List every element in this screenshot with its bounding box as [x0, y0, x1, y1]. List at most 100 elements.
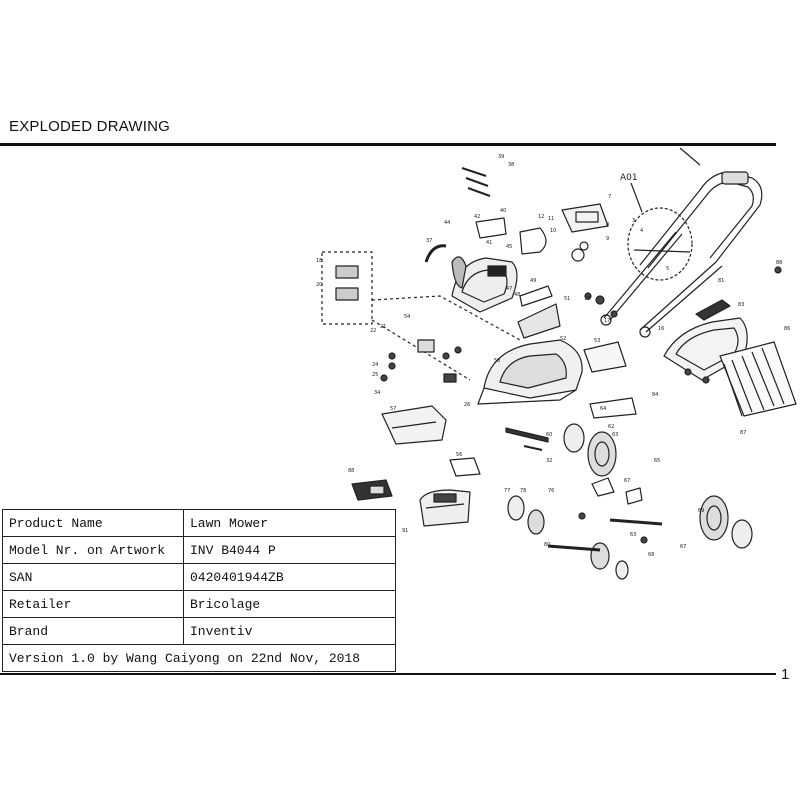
svg-text:11: 11 — [548, 216, 554, 222]
blade — [505, 427, 549, 451]
svg-text:57: 57 — [390, 406, 396, 412]
svg-text:10: 10 — [550, 228, 556, 234]
table-row: SAN 0420401944ZB — [2, 563, 396, 591]
battery-charger — [351, 479, 471, 527]
grass-bag — [719, 341, 797, 417]
front-wheels — [507, 495, 629, 580]
svg-text:41: 41 — [486, 240, 492, 246]
model-value: INV B4044 P — [183, 536, 396, 564]
page-title: EXPLODED DRAWING — [9, 118, 171, 135]
motor-cover — [451, 256, 518, 313]
svg-text:7: 7 — [608, 194, 611, 200]
svg-text:83: 83 — [738, 302, 744, 308]
svg-text:69: 69 — [698, 508, 704, 514]
svg-text:77: 77 — [504, 488, 510, 494]
svg-text:80: 80 — [544, 542, 550, 548]
detail-box — [321, 251, 521, 381]
svg-text:52: 52 — [560, 336, 566, 342]
svg-text:58: 58 — [494, 358, 500, 364]
svg-text:40: 40 — [500, 208, 506, 214]
svg-text:63: 63 — [630, 532, 636, 538]
svg-text:62: 62 — [608, 424, 614, 430]
table-row: Model Nr. on Artwork INV B4044 P — [2, 536, 396, 564]
svg-text:49: 49 — [530, 278, 536, 284]
svg-text:67: 67 — [680, 544, 686, 550]
svg-text:12: 12 — [538, 214, 544, 220]
table-row: Retailer Bricolage — [2, 590, 396, 618]
product-name-label: Product Name — [2, 509, 184, 537]
retailer-value: Bricolage — [183, 590, 396, 618]
svg-text:21: 21 — [380, 324, 386, 330]
svg-text:87: 87 — [740, 430, 746, 436]
svg-text:44: 44 — [444, 220, 450, 226]
svg-text:60: 60 — [546, 432, 552, 438]
svg-text:17: 17 — [604, 318, 610, 324]
side-chute — [517, 285, 561, 339]
svg-text:3: 3 — [632, 218, 635, 224]
table-row: Brand Inventiv — [2, 617, 396, 645]
svg-text:78: 78 — [520, 488, 526, 494]
svg-text:51: 51 — [564, 296, 570, 302]
svg-text:8: 8 — [606, 222, 609, 228]
upper-parts — [424, 167, 609, 263]
svg-text:68: 68 — [648, 552, 654, 558]
svg-text:45: 45 — [506, 244, 512, 250]
callout-a01 — [627, 182, 693, 281]
axle-parts — [547, 477, 663, 552]
svg-text:34: 34 — [374, 390, 380, 396]
svg-text:63: 63 — [612, 432, 618, 438]
svg-text:86: 86 — [784, 326, 790, 332]
svg-text:67: 67 — [624, 478, 630, 484]
svg-text:16: 16 — [658, 326, 664, 332]
table-row: Version 1.0 by Wang Caiyong on 22nd Nov,… — [2, 644, 396, 672]
svg-text:88: 88 — [776, 260, 782, 266]
retailer-label: Retailer — [2, 590, 184, 618]
title-divider — [0, 143, 776, 146]
svg-text:22: 22 — [370, 328, 376, 334]
svg-text:24: 24 — [372, 362, 378, 368]
svg-text:88: 88 — [348, 468, 354, 474]
screws-right — [584, 266, 782, 384]
page-number: 1 — [781, 666, 790, 683]
svg-text:76: 76 — [548, 488, 554, 494]
san-label: SAN — [2, 563, 184, 591]
svg-text:9: 9 — [606, 236, 609, 242]
svg-text:39: 39 — [498, 154, 504, 160]
svg-text:48: 48 — [514, 292, 520, 298]
table-row: Product Name Lawn Mower — [2, 509, 396, 537]
svg-text:25: 25 — [372, 372, 378, 378]
svg-text:54: 54 — [404, 314, 410, 320]
bolts-group — [380, 339, 462, 383]
model-label: Model Nr. on Artwork — [2, 536, 184, 564]
svg-text:26: 26 — [464, 402, 470, 408]
svg-text:53: 53 — [594, 338, 600, 344]
footer-divider — [0, 673, 776, 675]
product-info-table: Product Name Lawn Mower Model Nr. on Art… — [2, 509, 396, 672]
mower-deck — [477, 339, 637, 419]
svg-text:47: 47 — [506, 286, 512, 292]
svg-text:84: 84 — [652, 392, 658, 398]
svg-text:64: 64 — [600, 406, 606, 412]
front-guard — [381, 405, 481, 477]
svg-text:42: 42 — [474, 214, 480, 220]
rear-wheels — [563, 423, 753, 549]
version-note: Version 1.0 by Wang Caiyong on 22nd Nov,… — [2, 644, 396, 672]
product-name-value: Lawn Mower — [183, 509, 396, 537]
svg-text:13: 13 — [584, 296, 590, 302]
svg-text:81: 81 — [718, 278, 724, 284]
handle-assembly — [600, 147, 763, 338]
svg-text:65: 65 — [654, 458, 660, 464]
brand-label: Brand — [2, 617, 184, 645]
svg-text:18: 18 — [316, 258, 322, 264]
svg-text:4: 4 — [640, 228, 643, 234]
brand-value: Inventiv — [183, 617, 396, 645]
svg-text:38: 38 — [508, 162, 514, 168]
svg-text:20: 20 — [316, 282, 322, 288]
svg-text:37: 37 — [426, 238, 432, 244]
svg-text:5: 5 — [666, 266, 669, 272]
svg-text:32: 32 — [546, 458, 552, 464]
san-value: 0420401944ZB — [183, 563, 396, 591]
assembly-label-a01: A01 — [620, 173, 638, 183]
